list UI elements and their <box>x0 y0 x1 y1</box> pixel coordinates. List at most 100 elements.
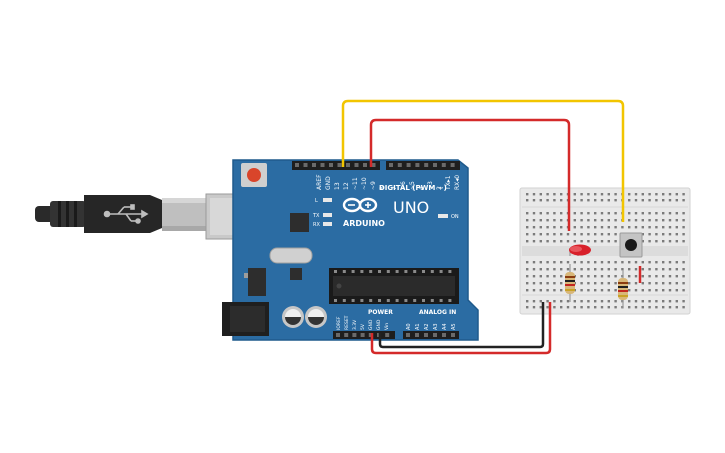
chip-pin <box>386 299 390 302</box>
breadboard-hole <box>600 233 604 236</box>
breadboard-hole <box>634 193 638 196</box>
analog-header <box>403 331 459 339</box>
breadboard-hole <box>560 212 563 215</box>
aref-label: AREF <box>316 174 323 190</box>
breadboard-hole <box>587 219 590 222</box>
wire-yellow-pin13-to-button[interactable] <box>341 99 625 222</box>
breadboard-hole <box>634 268 638 271</box>
header-pin-hole <box>397 163 402 167</box>
breadboard-hole <box>614 289 617 292</box>
header-pin-hole <box>346 163 350 167</box>
breadboard-hole <box>628 261 631 264</box>
chip-pin <box>448 270 452 273</box>
breadboard-hole <box>546 219 549 222</box>
breadboard-hole <box>675 300 678 303</box>
pushbutton[interactable] <box>619 232 643 258</box>
breadboard-hole <box>607 233 610 236</box>
breadboard-hole <box>662 275 665 278</box>
breadboard-hole <box>655 226 658 229</box>
breadboard-hole <box>546 300 549 303</box>
pin-vin-label: Vin <box>384 323 390 330</box>
breadboard-hole <box>655 219 658 222</box>
breadboard-hole <box>553 212 556 215</box>
capacitor-2 <box>305 306 327 328</box>
breadboard-hole <box>655 282 658 285</box>
breadboard-hole <box>600 226 604 229</box>
arduino-brand-label: ARDUINO <box>343 219 385 228</box>
breadboard-hole <box>580 300 583 303</box>
wire-red-5v-to-breadboard[interactable] <box>370 302 552 355</box>
breadboard-hole <box>607 212 610 215</box>
pin-8-label: 8 <box>379 186 386 190</box>
usb-logo-icon <box>103 204 149 224</box>
breadboard-hole <box>662 306 665 309</box>
breadboard-hole <box>675 233 678 236</box>
pin-6-label: ~6 <box>400 181 407 190</box>
breadboard[interactable] <box>519 187 691 315</box>
breadboard-hole <box>600 282 604 285</box>
breadboard-hole <box>594 199 597 202</box>
arduino-uno-board[interactable]: AREF GND 13 12 ~11 ~10 ~9 8 7 ~6 ~5 4 ~3… <box>222 159 479 341</box>
breadboard-hole <box>682 275 685 278</box>
breadboard-hole <box>655 199 658 202</box>
chip-pin <box>395 299 399 302</box>
breadboard-hole <box>655 289 658 292</box>
chip-pin <box>413 299 417 302</box>
header-pin-hole <box>363 163 367 167</box>
breadboard-hole <box>526 268 529 271</box>
wire-black-gnd-to-breadboard[interactable] <box>378 302 545 349</box>
breadboard-hole <box>532 199 536 202</box>
wire-red-pin9-to-led[interactable] <box>369 118 571 231</box>
breadboard-hole <box>546 261 549 264</box>
breadboard-hole <box>587 233 590 236</box>
breadboard-hole <box>580 289 583 292</box>
breadboard-hole <box>594 233 597 236</box>
breadboard-hole <box>668 289 672 292</box>
header-pin-hole <box>385 333 390 337</box>
chip-pin <box>404 270 408 273</box>
breadboard-hole <box>594 275 597 278</box>
breadboard-hole <box>682 193 685 196</box>
breadboard-hole <box>539 300 542 303</box>
breadboard-hole <box>628 212 631 215</box>
power-header-label: POWER <box>368 309 393 316</box>
breadboard-hole <box>628 300 631 303</box>
chip-pin <box>360 299 364 302</box>
atmega-chip <box>333 276 455 296</box>
reset-button[interactable] <box>247 168 261 182</box>
breadboard-hole <box>539 275 542 278</box>
breadboard-hole <box>532 212 536 215</box>
breadboard-hole <box>662 219 665 222</box>
breadboard-hole <box>648 261 651 264</box>
breadboard-hole <box>546 240 549 243</box>
breadboard-hole <box>553 219 556 222</box>
chip-pin <box>448 299 452 302</box>
breadboard-hole <box>573 300 576 303</box>
chip-pin <box>422 270 425 273</box>
red-led[interactable] <box>569 244 591 257</box>
resistor-1[interactable] <box>565 264 575 302</box>
breadboard-hole <box>594 212 597 215</box>
breadboard-hole <box>532 275 536 278</box>
breadboard-hole <box>526 240 529 243</box>
chip-pin <box>351 299 355 302</box>
breadboard-hole <box>668 268 672 271</box>
arduino-infinity-logo-icon <box>342 197 378 213</box>
breadboard-hole <box>526 212 529 215</box>
resistor-2[interactable] <box>618 270 628 308</box>
breadboard-hole <box>675 212 678 215</box>
breadboard-hole <box>614 240 617 243</box>
breadboard-hole <box>607 240 610 243</box>
breadboard-hole <box>546 275 549 278</box>
header-pin-hole <box>352 333 357 337</box>
digital-pins-right <box>389 163 455 167</box>
a4-label: A4 <box>442 323 448 330</box>
breadboard-hole <box>648 226 651 229</box>
ioref-label: IOREF <box>336 316 342 330</box>
breadboard-hole <box>560 268 563 271</box>
breadboard-hole <box>607 289 610 292</box>
breadboard-hole <box>655 261 658 264</box>
breadboard-hole <box>580 275 583 278</box>
breadboard-hole <box>675 226 678 229</box>
